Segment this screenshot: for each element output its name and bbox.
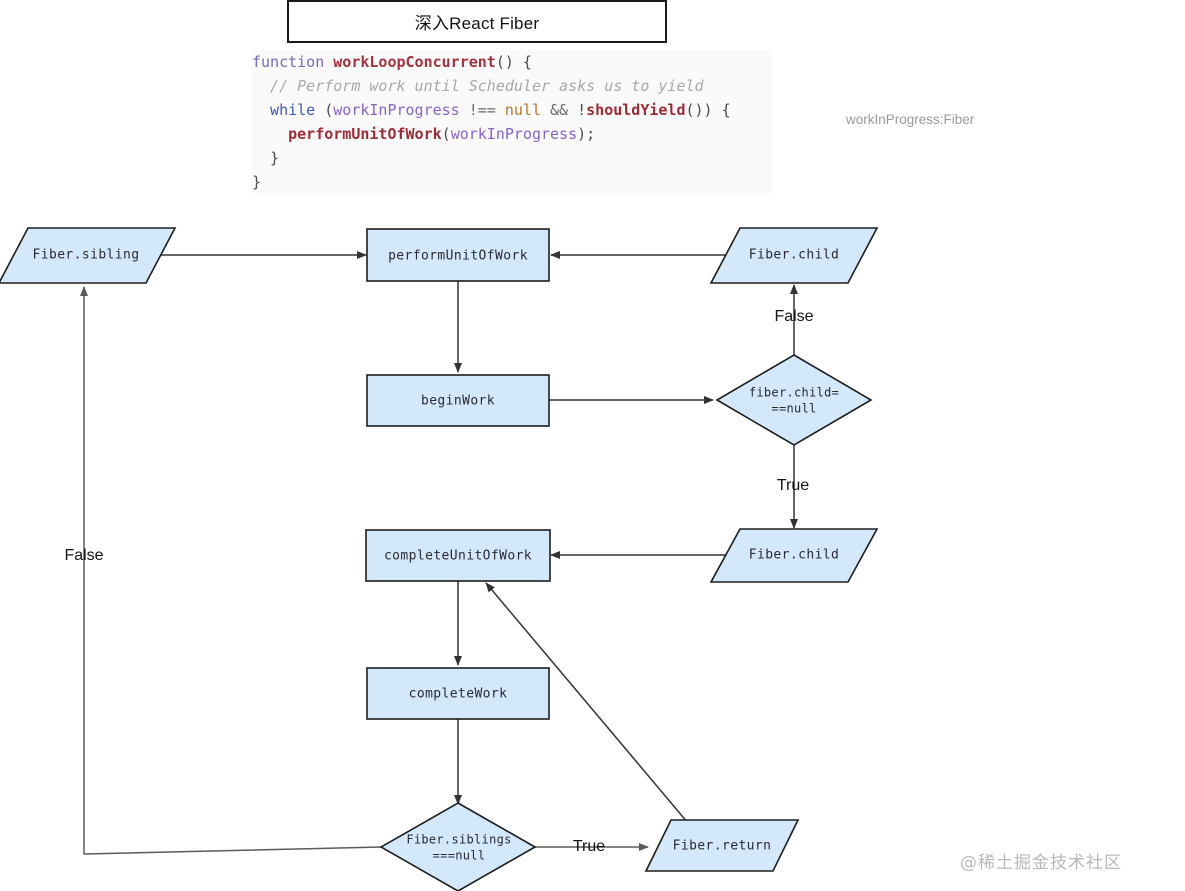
code-line-4: performUnitOfWork(workInProgress);: [252, 122, 772, 146]
complete-work-label: completeWork: [409, 687, 508, 702]
fiber-child-bottom-label: Fiber.child: [749, 548, 840, 563]
edge-fiber-return-to-complete-unit: [485, 582, 689, 824]
code-token: ()) {: [685, 101, 731, 119]
begin-work-shape: [366, 374, 550, 427]
diagram-title-box: 深入React Fiber: [287, 0, 667, 43]
node-complete-unit-of-work[interactable]: completeUnitOfWork: [365, 529, 551, 582]
complete-unit-of-work-label: completeUnitOfWork: [384, 549, 532, 564]
node-fiber-return[interactable]: Fiber.return: [644, 819, 800, 872]
code-token: (: [324, 101, 334, 119]
page-title: 深入React Fiber: [414, 14, 540, 33]
fiber-siblings-null-label-line1: Fiber.siblings: [406, 833, 511, 847]
code-token: }: [252, 149, 280, 167]
code-token: }: [252, 173, 262, 191]
code-token: // Perform work until Scheduler asks us …: [252, 77, 704, 95]
code-line-2: // Perform work until Scheduler asks us …: [252, 74, 772, 98]
code-token: (: [441, 125, 451, 143]
code-token: workLoopConcurrent: [333, 53, 496, 71]
code-token: null: [504, 101, 541, 119]
code-line-5: }: [252, 146, 772, 170]
node-complete-work[interactable]: completeWork: [366, 667, 550, 720]
code-token: () {: [495, 53, 532, 71]
code-line-1: function workLoopConcurrent() {: [252, 50, 772, 74]
code-token: shouldYield: [586, 101, 686, 119]
fiber-child-null-label-line2: ==null: [771, 402, 816, 416]
fiber-sibling-label: Fiber.sibling: [33, 248, 140, 263]
fiber-child-null-label-line1: fiber.child=: [749, 386, 839, 400]
code-token: performUnitOfWork: [288, 125, 442, 143]
perform-unit-of-work-shape: [366, 228, 550, 282]
edge-label-false-siblings: False: [64, 547, 103, 564]
fiber-child-null-shape: [715, 354, 873, 446]
work-in-progress-annotation: workInProgress:Fiber: [846, 112, 975, 127]
fiber-siblings-null-label-line2: ===null: [433, 849, 486, 863]
node-fiber-child-null-decision[interactable]: fiber.child= ==null: [715, 354, 873, 446]
fiber-return-shape: [644, 819, 800, 872]
code-token: while: [252, 101, 325, 119]
node-fiber-sibling[interactable]: Fiber.sibling: [0, 227, 177, 284]
node-begin-work[interactable]: beginWork: [366, 374, 550, 427]
code-token: !: [577, 101, 587, 119]
fiber-child-top-label: Fiber.child: [749, 248, 840, 263]
edge-label-true-child-null: True: [777, 477, 809, 494]
fiber-sibling-shape: [0, 227, 177, 284]
begin-work-label: beginWork: [421, 394, 495, 409]
fiber-return-label: Fiber.return: [673, 839, 772, 854]
edge-siblings-null-false-to-fiber-sibling: [80, 286, 383, 855]
complete-unit-of-work-shape: [365, 529, 551, 582]
edge-label-true-siblings: True: [573, 838, 605, 855]
node-fiber-child-bottom[interactable]: Fiber.child: [709, 528, 879, 583]
perform-unit-of-work-label: performUnitOfWork: [388, 249, 528, 264]
code-line-3: while (workInProgress !== null && !shoul…: [252, 98, 772, 122]
node-fiber-child-top[interactable]: Fiber.child: [709, 227, 879, 284]
code-token: function: [252, 53, 334, 71]
watermark: @稀土掘金技术社区: [960, 853, 1122, 873]
code-token: );: [577, 125, 596, 143]
code-token: workInProgress: [450, 125, 578, 143]
fiber-siblings-null-shape: [379, 802, 537, 891]
code-token: &&: [541, 101, 578, 119]
complete-work-shape: [366, 667, 550, 720]
fiber-child-bottom-shape: [709, 528, 879, 583]
node-fiber-siblings-null-decision[interactable]: Fiber.siblings ===null: [379, 802, 537, 891]
node-perform-unit-of-work[interactable]: performUnitOfWork: [366, 228, 550, 282]
edge-label-false-child-null: False: [774, 308, 813, 325]
code-token: workInProgress: [333, 101, 460, 119]
fiber-child-top-shape: [709, 227, 879, 284]
code-line-6: }: [252, 170, 772, 194]
code-token: !==: [459, 101, 505, 119]
code-snippet: function workLoopConcurrent() { // Perfo…: [252, 50, 772, 194]
